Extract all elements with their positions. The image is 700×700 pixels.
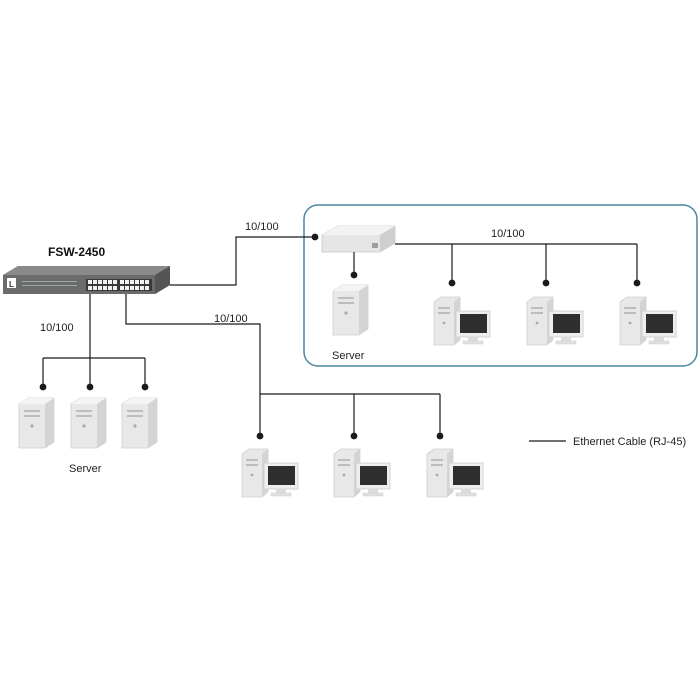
brand-logo-text: L [9,280,14,289]
legend-cable-label: Ethernet Cable (RJ-45) [573,436,686,448]
uplink-cable [170,236,315,286]
remote-workstation-1 [433,296,491,346]
workstation-2-connector [350,432,358,440]
remote-switch [321,225,396,253]
main-switch: L [3,266,170,294]
remote-pcs-speed-label: 10/100 [491,228,525,240]
servers-speed-label: 10/100 [40,322,74,334]
uplink-speed-label: 10/100 [245,221,279,233]
switch-ports [22,279,152,291]
remote-segment-frame [303,204,698,367]
remote-workstation-2 [526,296,584,346]
server-3-connector [141,383,149,391]
local-server-2 [70,397,107,449]
legend: Ethernet Cable (RJ-45) [529,436,686,448]
remote-workstation-3 [619,296,677,346]
local-server-1 [18,397,55,449]
brand-logo-icon [7,278,16,288]
workstation-1 [241,448,299,498]
server-2-connector [86,383,94,391]
server-1-connector [39,383,47,391]
workstation-3-connector [436,432,444,440]
local-server-3 [121,397,158,449]
remote-bus-cable [395,243,638,283]
workstations-bus-cable [125,294,441,436]
uplink-connector [311,233,319,241]
switch-model-label: FSW-2450 [48,245,105,259]
remote-pc-1-connector [448,279,456,287]
workstation-2 [333,448,391,498]
workstation-1-connector [256,432,264,440]
remote-server-connector [350,271,358,279]
servers-bus-cable [42,294,146,387]
remote-server-tower [332,284,369,336]
remote-server-label: Server [332,350,365,362]
local-servers-label: Server [69,463,102,475]
remote-pc-2-connector [542,279,550,287]
workstations-speed-label: 10/100 [214,313,248,325]
remote-pc-3-connector [633,279,641,287]
workstation-3 [426,448,484,498]
